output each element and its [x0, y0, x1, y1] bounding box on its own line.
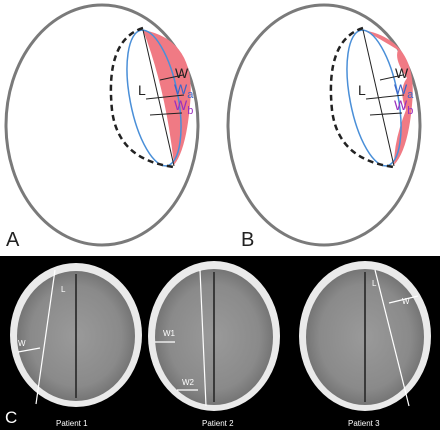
hematoma-region: [143, 30, 191, 165]
ct-label-l: L: [372, 279, 377, 288]
width-b-arrow: [369, 112, 403, 116]
patient-label-3: Patient 3: [348, 419, 380, 428]
ct-label-w: W: [402, 297, 410, 306]
dashed-brain-line: [109, 26, 175, 169]
patient-label-1: Patient 1: [56, 419, 88, 428]
ct-scan-patient-3: L W: [299, 261, 431, 411]
panel-letter-c: C: [5, 408, 18, 427]
width-arrow: [159, 74, 184, 81]
ct-label-w: W: [18, 339, 26, 348]
label-w: W: [395, 65, 409, 81]
ct-label-w2: W2: [182, 378, 195, 387]
label-wb: Wb: [174, 97, 193, 117]
ct-image-strip: L W W1 W2 L W C Patient 1 Patient 2 Pati…: [0, 256, 440, 430]
length-line: [199, 269, 207, 407]
width-b-arrow: [149, 112, 183, 116]
width-arrow: [379, 74, 404, 81]
label-l: L: [138, 82, 146, 98]
ct-label-w1: W1: [163, 329, 176, 338]
ct-scans: L W W1 W2 L W: [10, 261, 431, 411]
length-line: [35, 269, 56, 405]
diagram-b: W L Wa Wb: [226, 3, 422, 247]
width-line: [388, 295, 419, 304]
diagram-a: W L Wa Wb: [4, 3, 200, 247]
length-line: [374, 269, 410, 407]
dashed-brain-line: [329, 26, 395, 169]
panel-letter-a: A: [6, 229, 20, 251]
skull-outline: [226, 3, 422, 247]
label-w: W: [175, 65, 189, 81]
label-l: L: [358, 82, 366, 98]
ct-label-l: L: [61, 285, 66, 294]
width-a-arrow: [365, 94, 405, 100]
label-wb: Wb: [394, 97, 413, 117]
label-wa: Wa: [394, 81, 414, 101]
ct-scan-patient-1: L W: [10, 263, 142, 407]
skull-outline: [4, 3, 200, 247]
width-line: [17, 347, 41, 353]
label-wa: Wa: [174, 81, 194, 101]
patient-label-2: Patient 2: [202, 419, 234, 428]
width-a-arrow: [145, 94, 185, 100]
panel-letter-b: B: [241, 229, 255, 251]
ct-scan-patient-2: W1 W2: [148, 261, 280, 411]
